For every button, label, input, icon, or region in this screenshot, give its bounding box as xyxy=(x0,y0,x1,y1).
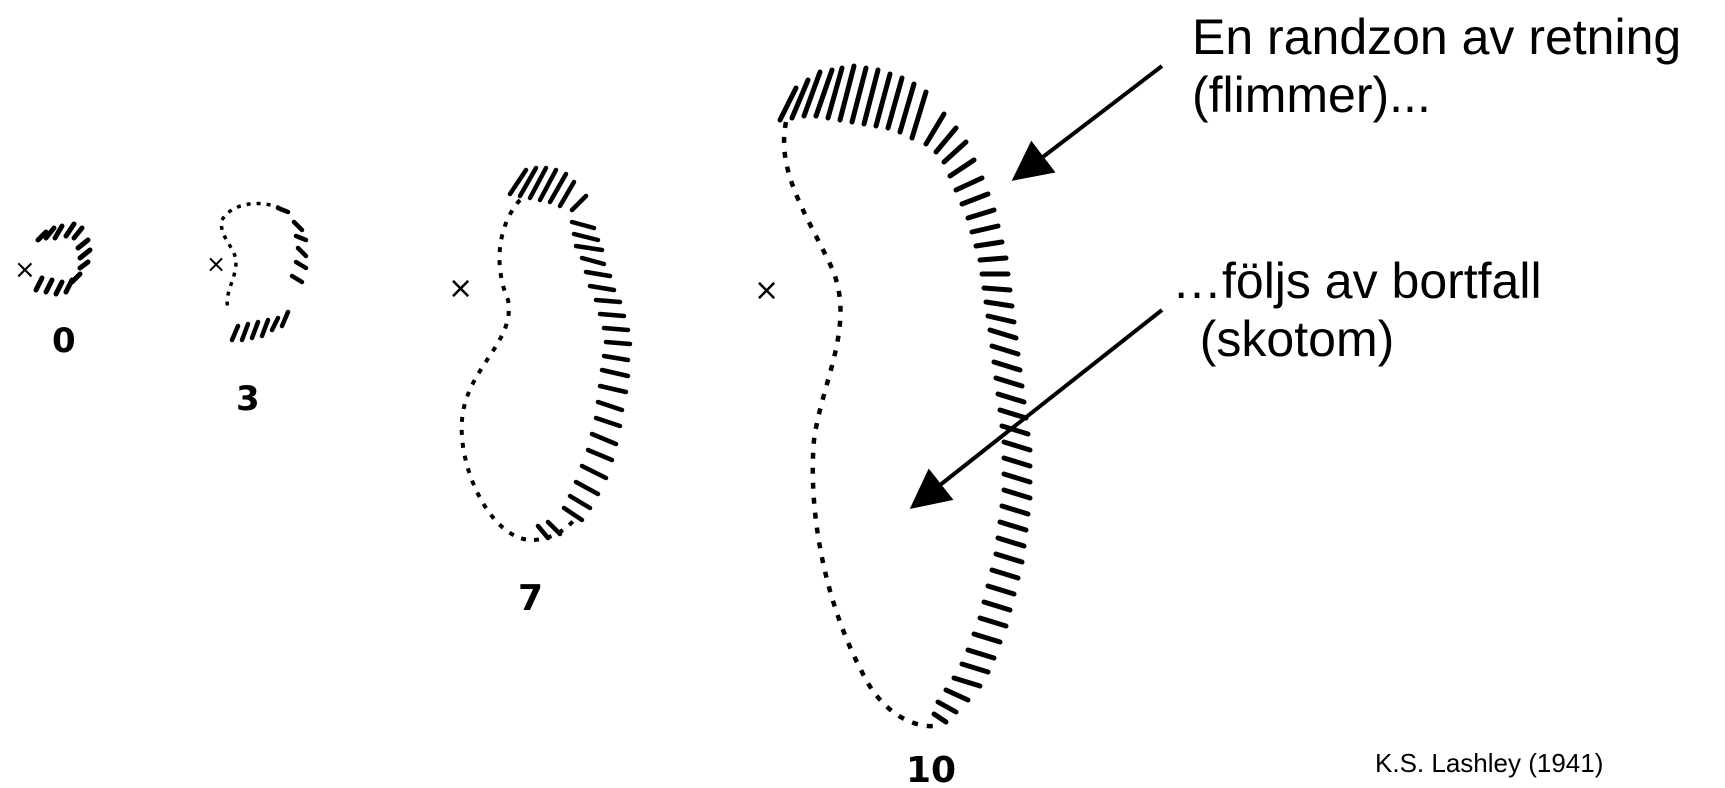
scotoma-annotation: …följs av bortfall (skotom) xyxy=(1172,252,1542,368)
flicker-arrow xyxy=(1018,66,1162,176)
source-credit: K.S. Lashley (1941) xyxy=(1375,748,1603,779)
stage-label-0: 0 xyxy=(52,321,76,361)
fixation-mark-10: × xyxy=(754,273,779,308)
stage-3-scotoma-edge xyxy=(221,204,280,310)
stage-10-figure: × 10 xyxy=(754,66,1030,788)
stage-7-scotoma-edge xyxy=(462,200,574,540)
flicker-annotation: En randzon av retning (flimmer)... xyxy=(1192,8,1681,124)
flicker-annotation-line2: (flimmer)... xyxy=(1192,66,1681,124)
stage-3-flicker-zone xyxy=(232,208,306,340)
fixation-mark-0: × xyxy=(14,255,36,285)
stage-label-10: 10 xyxy=(906,750,956,788)
stage-label-3: 3 xyxy=(236,379,260,419)
stage-7-figure: × 7 xyxy=(448,168,630,619)
scotoma-annotation-line1: …följs av bortfall xyxy=(1172,252,1542,310)
stage-0-figure: × 0 xyxy=(14,224,90,361)
stage-7-flicker-zone xyxy=(510,168,630,538)
stage-10-scotoma-edge xyxy=(784,122,936,726)
scotoma-arrow xyxy=(916,310,1162,504)
flicker-annotation-line1: En randzon av retning xyxy=(1192,8,1681,66)
stage-0-flicker-zone xyxy=(36,224,90,294)
stage-label-7: 7 xyxy=(518,578,543,619)
stage-10-flicker-zone xyxy=(780,66,1030,722)
stage-3-figure: × 3 xyxy=(206,204,306,419)
fixation-mark-3: × xyxy=(206,250,226,278)
fixation-mark-7: × xyxy=(448,271,473,306)
scotoma-annotation-line2: (skotom) xyxy=(1172,310,1542,368)
